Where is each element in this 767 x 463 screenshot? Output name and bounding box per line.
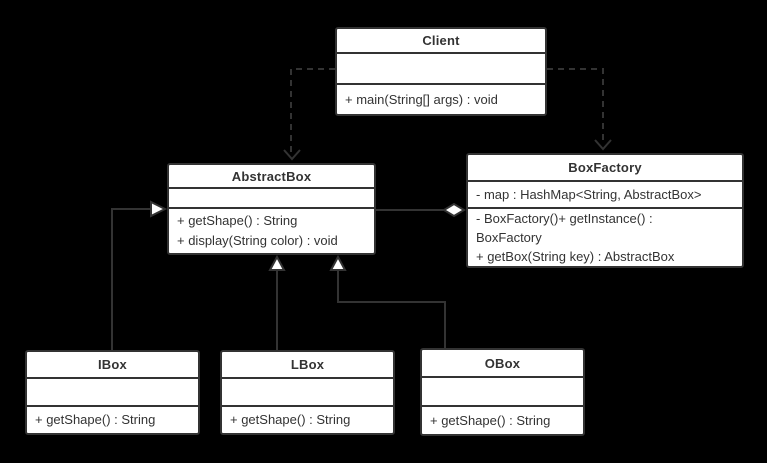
generalization-obox-to-abstractbox (329, 254, 446, 348)
class-abstractbox-methods: + getShape() : String + display(String c… (169, 209, 374, 253)
hollow-diamond-icon (442, 202, 466, 218)
generalization-lbox-to-abstractbox (268, 254, 286, 350)
dependency-client-to-boxfactory (547, 68, 612, 151)
hollow-triangle-right-icon (150, 200, 168, 218)
class-lbox: LBox + getShape() : String (220, 350, 395, 435)
class-obox-attributes (422, 378, 583, 407)
class-abstractbox-title: AbstractBox (169, 165, 374, 189)
method-line: + getBox(String key) : AbstractBox (476, 249, 675, 264)
class-client-attributes (337, 54, 545, 85)
method-line: + getShape() : String (35, 412, 156, 427)
method-line: + display(String color) : void (177, 233, 338, 248)
method-line: + getShape() : String (430, 412, 551, 428)
class-abstractbox-attributes (169, 189, 374, 209)
generalization-ibox-to-abstractbox (111, 200, 168, 350)
hollow-triangle-up-icon (268, 254, 286, 271)
hollow-triangle-up-icon (329, 254, 347, 271)
method-line: + getShape() : String (177, 213, 298, 228)
open-arrowhead-down-icon (594, 139, 612, 151)
class-client: Client + main(String[] args) : void (335, 27, 547, 116)
class-obox-methods: + getShape() : String (422, 407, 583, 434)
class-abstractbox: AbstractBox + getShape() : String + disp… (167, 163, 376, 255)
class-boxfactory: BoxFactory - map : HashMap<String, Abstr… (466, 153, 744, 268)
dependency-client-to-abstractbox (283, 68, 335, 161)
class-client-title: Client (337, 29, 545, 54)
method-line: + getShape() : String (230, 412, 351, 427)
open-arrowhead-down-icon (283, 149, 301, 161)
class-ibox-methods: + getShape() : String (27, 407, 198, 433)
method-line: - BoxFactory()+ getInstance() : (476, 211, 653, 226)
class-client-methods: + main(String[] args) : void (337, 85, 545, 114)
class-boxfactory-attributes: - map : HashMap<String, AbstractBox> (468, 182, 742, 209)
class-boxfactory-methods: - BoxFactory()+ getInstance() : BoxFacto… (468, 209, 742, 266)
class-lbox-methods: + getShape() : String (222, 407, 393, 433)
aggregation-abstractbox-boxfactory (376, 202, 466, 218)
attribute-line: - map : HashMap<String, AbstractBox> (476, 186, 702, 202)
class-lbox-attributes (222, 379, 393, 407)
class-lbox-title: LBox (222, 352, 393, 379)
class-ibox-title: IBox (27, 352, 198, 379)
method-line: + main(String[] args) : void (345, 91, 498, 107)
method-line: BoxFactory (476, 230, 542, 245)
class-obox: OBox + getShape() : String (420, 348, 585, 436)
class-ibox-attributes (27, 379, 198, 407)
class-obox-title: OBox (422, 350, 583, 378)
class-ibox: IBox + getShape() : String (25, 350, 200, 435)
class-boxfactory-title: BoxFactory (468, 155, 742, 182)
